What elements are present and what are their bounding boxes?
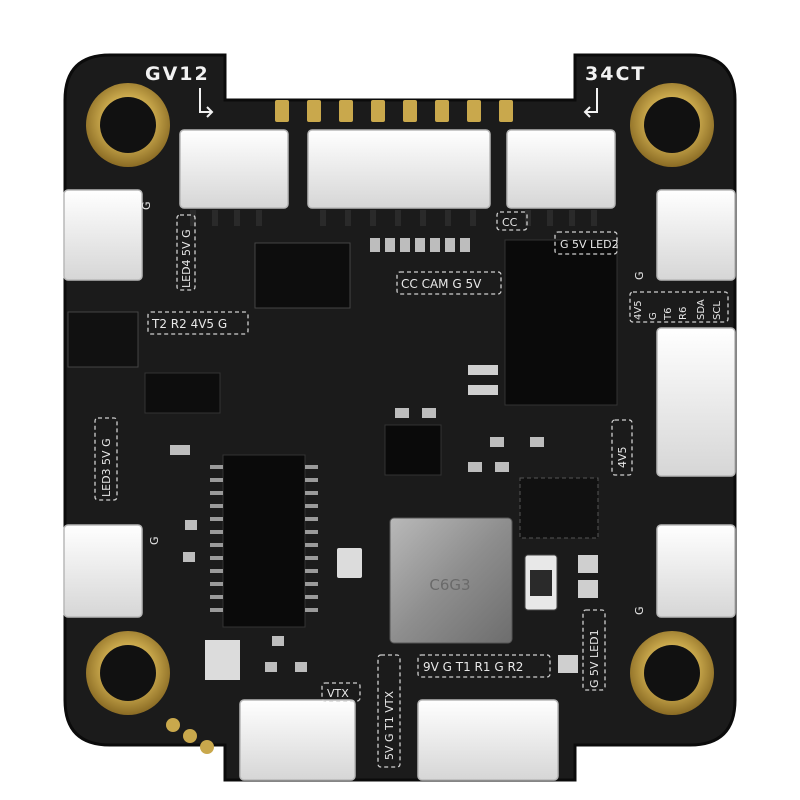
- label-vtx-pins: 5V G T1 VTX: [383, 691, 396, 760]
- inductor-label: C6G3: [429, 576, 470, 594]
- label-uart-bottom: 9V G T1 R1 G R2: [423, 660, 523, 674]
- small-chip-left: [67, 311, 139, 368]
- connector-top-left: [179, 129, 289, 209]
- regulator-chip: [144, 372, 221, 414]
- label-g-right-top: G: [633, 271, 646, 280]
- label-led2: G 5V LED2: [560, 238, 619, 251]
- label-led4: LED4 5V G: [180, 229, 193, 288]
- label-i2c-r6: R6: [678, 307, 689, 320]
- label-g-left-top: G: [140, 201, 153, 210]
- connector-top-center: [307, 129, 491, 209]
- connector-left-bottom: [63, 524, 143, 618]
- bottom-left-gold-pads: [166, 718, 214, 754]
- corner-arrows: [199, 88, 598, 118]
- osd-chip: [254, 242, 351, 309]
- flash-chip-pins: [210, 465, 318, 612]
- label-vtx-connector: VTX: [327, 687, 349, 700]
- label-led3: LED3 5V G: [100, 438, 113, 497]
- label-i2c-scl: SCL: [712, 301, 723, 320]
- mounting-hole-bottom-right: [630, 631, 714, 715]
- label-led1: G 5V LED1: [588, 629, 601, 688]
- label-gv12: GV12: [145, 63, 210, 85]
- connector-right-middle: [656, 327, 736, 477]
- label-g-right-bottom: G: [633, 606, 646, 615]
- gyro-chip: [384, 424, 442, 476]
- label-cc: CC: [502, 216, 518, 229]
- label-i2c-4v5: 4V5: [633, 300, 644, 320]
- silkscreen-outlines: [94, 211, 729, 768]
- connector-bottom-left: [239, 699, 356, 781]
- inductor: C6G3: [389, 517, 513, 644]
- flash-chip: [222, 454, 306, 628]
- connectors: [63, 129, 736, 781]
- connector-pins: [190, 210, 597, 226]
- connector-right-bottom: [656, 524, 736, 618]
- mcu-chip: [504, 239, 618, 406]
- label-4v5-right: 4V5: [616, 446, 629, 468]
- label-i2c-g: G: [648, 312, 659, 320]
- label-i2c-sda: SDA: [696, 299, 707, 320]
- mounting-hole-top-left: [86, 83, 170, 167]
- top-gold-pads: [275, 100, 513, 122]
- connector-bottom-right: [417, 699, 559, 781]
- mounting-hole-bottom-left: [86, 631, 170, 715]
- small-chip-right: [519, 477, 599, 539]
- connector-right-top: [656, 189, 736, 281]
- label-g-left-bottom: G: [148, 536, 161, 545]
- label-uart-left: T2 R2 4V5 G: [151, 317, 227, 331]
- connector-top-right: [506, 129, 616, 209]
- label-cam: CC CAM G 5V: [401, 277, 482, 291]
- mounting-hole-top-right: [630, 83, 714, 167]
- label-34ct: 34CT: [585, 63, 646, 85]
- label-i2c-t6: T6: [663, 308, 674, 321]
- connector-left-top: [63, 189, 143, 281]
- smd-components: [170, 238, 598, 680]
